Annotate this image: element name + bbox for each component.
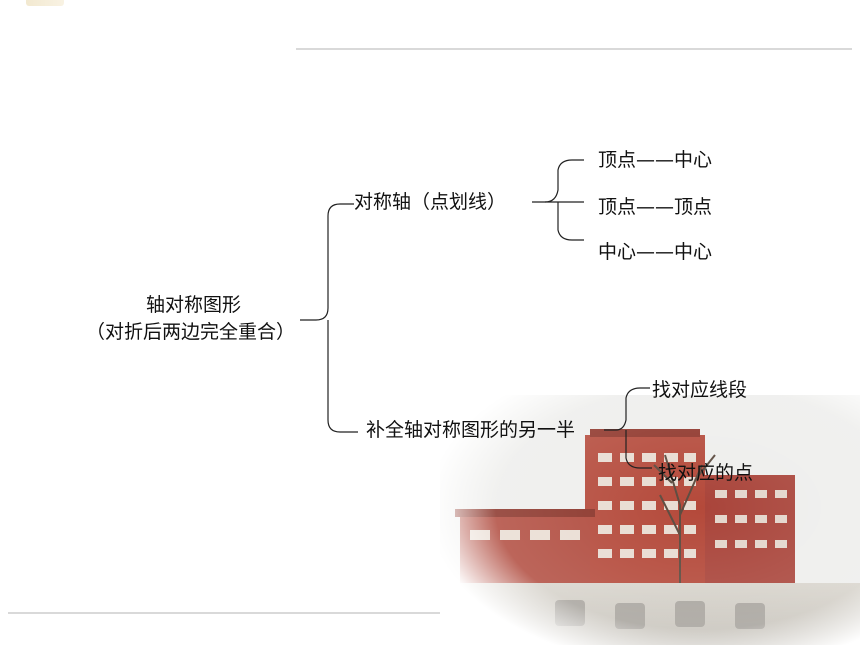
branch-symmetry-axis: 对称轴（点划线） (354, 191, 507, 213)
leaf-center-center: 中心——中心 (598, 241, 713, 263)
leaf-vertex-vertex: 顶点——顶点 (598, 196, 713, 218)
school-building-photo-icon (440, 395, 860, 645)
bottom-divider (8, 612, 440, 614)
top-divider (296, 48, 852, 50)
root-node-subtitle: （对折后两边完全重合） (86, 321, 296, 343)
root-node-title: 轴对称图形 (146, 294, 242, 316)
leaf-vertex-center: 顶点——中心 (598, 149, 713, 171)
branch-complete-figure: 补全轴对称图形的另一半 (366, 419, 576, 441)
leaf-find-point: 找对应的点 (658, 462, 754, 484)
corner-decoration (26, 0, 64, 6)
leaf-find-segment: 找对应线段 (652, 379, 748, 401)
